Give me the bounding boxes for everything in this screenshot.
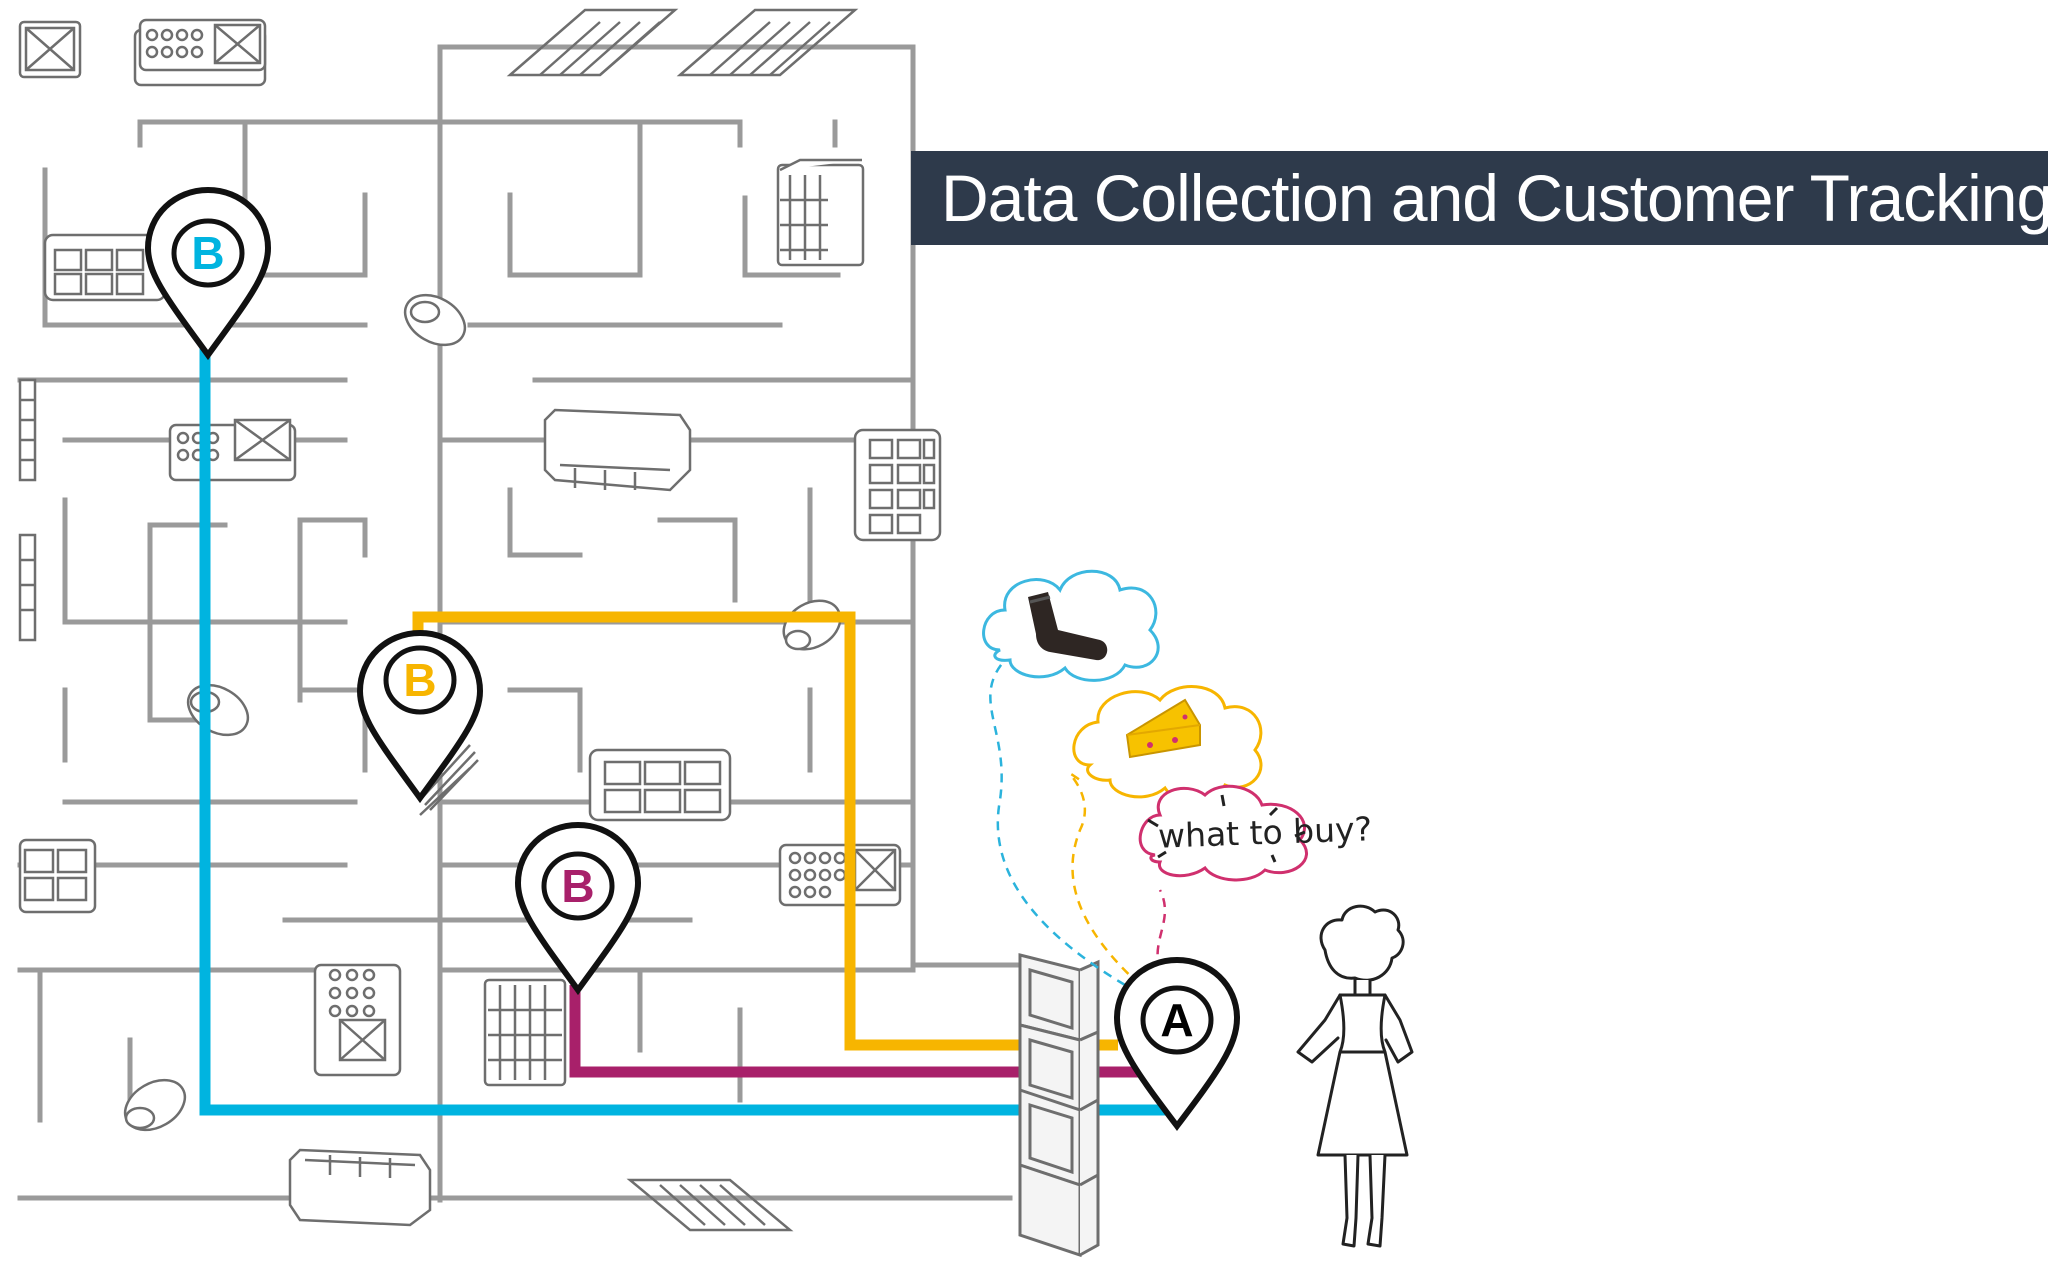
path-yellow <box>412 611 1118 1051</box>
camera-bottom-left <box>123 1078 187 1132</box>
camera-mid-right <box>782 599 842 651</box>
shelf-box-mid <box>543 408 692 492</box>
marker-b-blue: B <box>144 186 272 361</box>
sock-icon <box>1028 592 1108 661</box>
marker-b-yellow-letter: B <box>403 654 436 706</box>
thought-cloud-question <box>1138 784 1308 882</box>
thought-text: what to buy? <box>1157 809 1373 856</box>
paper-stack <box>419 744 479 816</box>
title-banner: Data Collection and Customer Tracking <box>911 151 2048 245</box>
shelf-cabinet-bottom <box>483 978 567 1087</box>
shelf-box-bottom <box>288 1148 432 1227</box>
marker-b-purple-letter: B <box>561 860 594 912</box>
shelf-rack-top-2 <box>676 8 859 77</box>
marker-b-yellow: B <box>356 629 484 804</box>
store-fixtures <box>18 8 942 1232</box>
shelf-grid-left-mid <box>18 378 37 642</box>
marker-b-purple: B <box>514 821 642 996</box>
shelf-dotted-center-right <box>778 843 902 907</box>
page-title: Data Collection and Customer Tracking <box>941 161 2048 235</box>
shelf-crate-top-left <box>18 20 82 79</box>
shelf-dotted-bottom <box>313 963 402 1077</box>
shelf-dotted-mid-left <box>168 418 297 482</box>
camera-top <box>403 293 467 347</box>
thought-cloud-sock <box>982 569 1160 682</box>
thought-cloud-cheese <box>1072 685 1263 802</box>
marker-a-start: A <box>1113 956 1241 1131</box>
marker-a-letter: A <box>1160 994 1193 1046</box>
shelf-grid-right <box>853 428 942 542</box>
marker-b-blue-letter: B <box>191 227 224 279</box>
camera-mid-left <box>186 683 250 737</box>
path-blue <box>199 345 1170 1116</box>
shelf-grid-center <box>588 748 732 822</box>
shelf-cabinet-top-right <box>776 158 865 267</box>
shelf-grid-bottom-left <box>18 838 97 914</box>
shelf-dotted-top <box>133 18 267 87</box>
shelf-rack-bottom <box>626 1178 794 1232</box>
cheese-icon <box>1125 698 1201 759</box>
path-purple <box>569 985 1140 1078</box>
entrance-gate <box>1018 953 1100 1258</box>
shelf-grid-left <box>43 233 167 302</box>
shelf-rack-top-1 <box>506 8 679 77</box>
customer-figure <box>1296 904 1414 1248</box>
customer-paths <box>199 345 1170 1116</box>
